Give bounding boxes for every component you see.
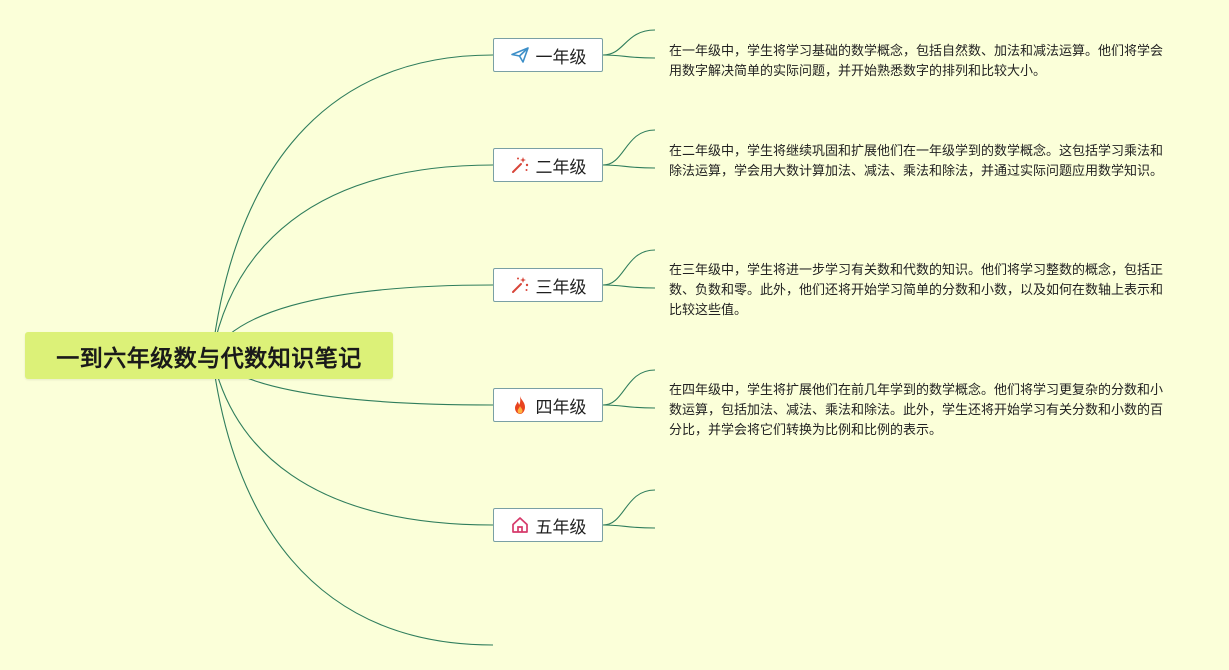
note-link-bottom-5 [602,524,656,529]
magic-wand-icon [510,155,530,175]
branch-label: 五年级 [535,517,587,538]
branch-grade-3[interactable]: 三年级 [493,268,603,302]
note-link-top-1 [602,29,656,56]
root-link-1 [211,54,494,356]
branch-grade-2[interactable]: 二年级 [493,148,603,182]
branch-label: 三年级 [535,277,587,298]
branch-label: 四年级 [535,397,587,418]
note-link-bottom-2 [602,164,656,169]
home-icon [510,515,530,535]
note-link-bottom-3 [602,284,656,289]
branch-label: 一年级 [535,47,587,68]
note-grade-2[interactable]: 在二年级中，学生将继续巩固和扩展他们在一年级学到的数学概念。这包括学习乘法和除法… [669,144,1164,179]
note-link-top-3 [602,249,656,286]
fire-icon [510,395,530,415]
root-link-5 [211,354,494,526]
note-link-top-5 [602,489,656,526]
note-link-top-4 [602,369,656,406]
root-topic[interactable]: 一到六年级数与代数知识笔记 [25,332,393,379]
root-link-6 [211,354,494,646]
note-link-bottom-4 [602,404,656,409]
note-grade-3[interactable]: 在三年级中，学生将进一步学习有关数和代数的知识。他们将学习整数的概念，包括正数、… [669,263,1164,318]
root-topic-label: 一到六年级数与代数知识笔记 [56,345,362,372]
note-grade-4[interactable]: 在四年级中，学生将扩展他们在前几年学到的数学概念。他们将学习更复杂的分数和小数运… [669,383,1164,438]
branch-label: 二年级 [535,157,587,178]
note-grade-1[interactable]: 在一年级中，学生将学习基础的数学概念，包括自然数、加法和减法运算。他们将学会用数… [669,44,1164,79]
magic-wand-icon [510,275,530,295]
branch-grade-1[interactable]: 一年级 [493,38,603,72]
paper-plane-icon [510,45,530,65]
branch-grade-5[interactable]: 五年级 [493,508,603,542]
note-link-bottom-1 [602,54,656,59]
branch-grade-4[interactable]: 四年级 [493,388,603,422]
root-link-2 [211,164,494,356]
note-link-top-2 [602,129,656,166]
